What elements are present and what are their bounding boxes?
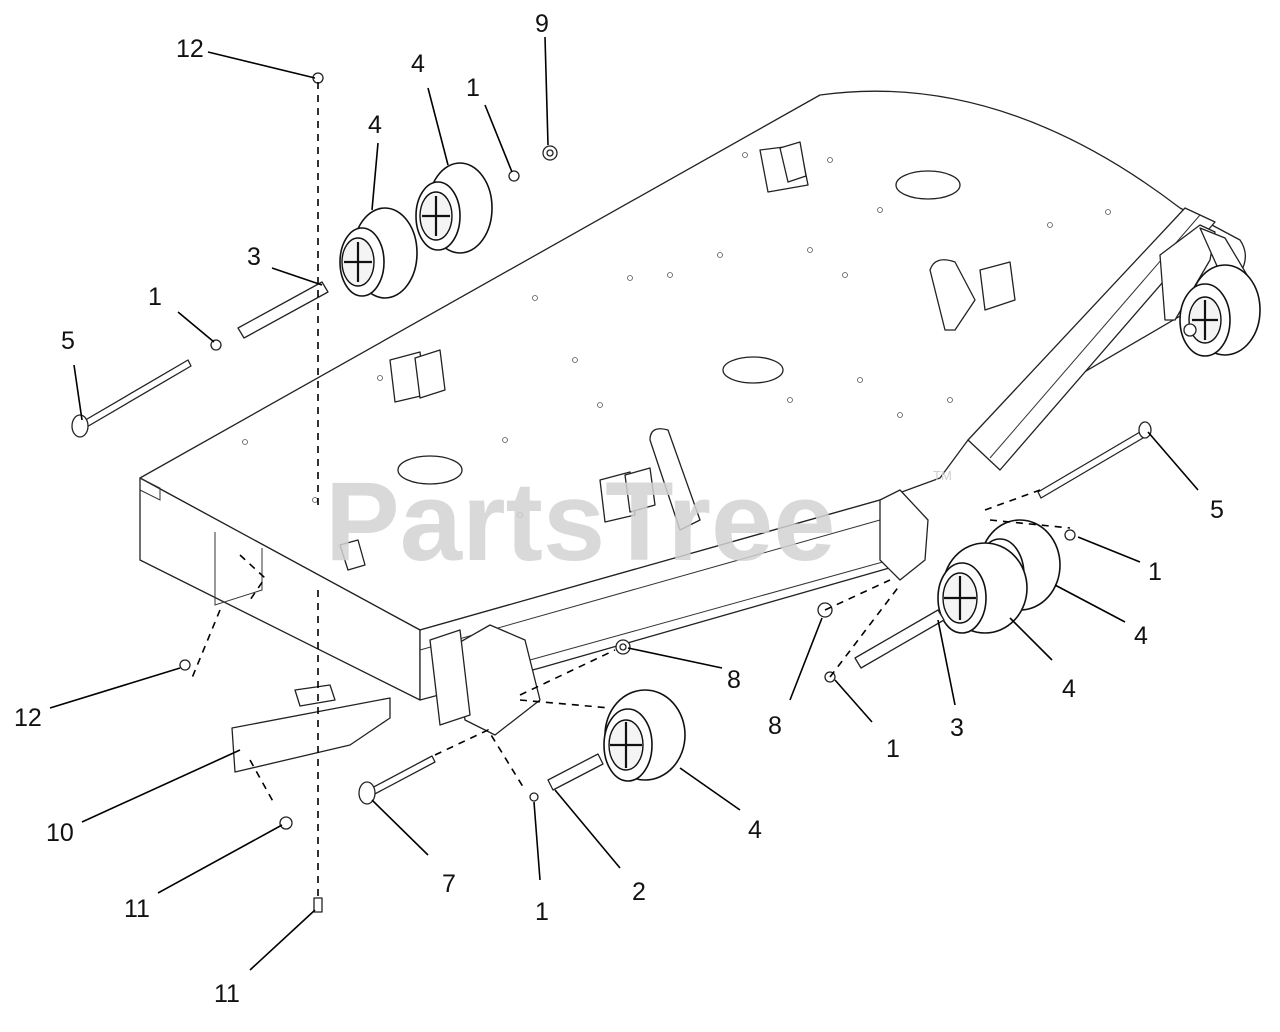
callout-1-right-a: 1 bbox=[1148, 558, 1162, 586]
callout-4-top-a: 4 bbox=[411, 50, 425, 78]
callout-2: 2 bbox=[632, 878, 646, 906]
callout-1-top: 1 bbox=[466, 74, 480, 102]
wheel-part-4-b bbox=[415, 162, 493, 254]
bolt-part-5-right bbox=[1037, 431, 1144, 499]
callout-8-right: 8 bbox=[768, 712, 782, 740]
leader-lines bbox=[49, 36, 1199, 971]
callout-12-top: 12 bbox=[176, 35, 204, 63]
baffle-part-10 bbox=[231, 697, 391, 773]
callout-4-top-b: 4 bbox=[368, 111, 382, 139]
callout-4-bottom: 4 bbox=[748, 816, 762, 844]
callout-1-right-b: 1 bbox=[886, 735, 900, 763]
front-left-bracket bbox=[454, 624, 541, 736]
callout-9: 9 bbox=[535, 10, 549, 38]
deck-brackets bbox=[339, 141, 1016, 571]
watermark-text: PartsTree bbox=[325, 459, 836, 584]
tube-part-3-left bbox=[237, 281, 329, 339]
callout-4-right-b: 4 bbox=[1062, 675, 1076, 703]
callout-1-left: 1 bbox=[148, 283, 162, 311]
bolt-part-11-b bbox=[313, 897, 323, 913]
nut-part-1-bottom bbox=[529, 792, 539, 802]
front-right-bracket bbox=[879, 489, 929, 581]
callout-10: 10 bbox=[46, 819, 74, 847]
deck-rear-channel bbox=[967, 207, 1216, 471]
callout-11-a: 11 bbox=[124, 895, 150, 923]
callout-1-bottom: 1 bbox=[535, 898, 549, 926]
wheel-part-4-d bbox=[937, 542, 1028, 634]
callout-8-mid: 8 bbox=[727, 666, 741, 694]
callout-labels: 12 9 4 1 4 3 1 5 5 1 4 4 3 1 8 8 4 2 1 7… bbox=[14, 10, 1224, 1008]
callout-3-left: 3 bbox=[247, 243, 261, 271]
deck-side-skirt bbox=[419, 499, 901, 701]
wheel-part-4-a bbox=[339, 207, 418, 299]
callout-5-left: 5 bbox=[61, 327, 75, 355]
callout-11-b: 11 bbox=[214, 980, 240, 1008]
deck-holes bbox=[242, 152, 1111, 518]
assembly-lines bbox=[191, 82, 1071, 900]
spindle-opening-1 bbox=[895, 170, 961, 200]
callout-5-right: 5 bbox=[1210, 496, 1224, 524]
wheel-part-4-e bbox=[603, 689, 686, 782]
nut-part-1-right bbox=[1064, 529, 1076, 541]
callout-12-left: 12 bbox=[14, 704, 42, 732]
pin-part-7 bbox=[367, 755, 436, 797]
tube-part-3-right bbox=[854, 609, 945, 669]
mower-deck bbox=[139, 90, 1261, 736]
callout-7: 7 bbox=[442, 870, 456, 898]
rear-mounted-wheel bbox=[1179, 264, 1261, 357]
tube-part-2 bbox=[547, 753, 604, 791]
callout-4-right-a: 4 bbox=[1134, 622, 1148, 650]
rear-wheel-bracket bbox=[1159, 224, 1216, 321]
bolt-part-5-left bbox=[81, 359, 192, 429]
nut-part-12-left bbox=[179, 659, 191, 671]
watermark-trademark: TM bbox=[933, 468, 952, 483]
spindle-opening-3 bbox=[397, 455, 463, 485]
spindle-opening-2 bbox=[722, 356, 784, 384]
callout-3-right: 3 bbox=[950, 714, 964, 742]
nut-part-1-top bbox=[508, 170, 520, 182]
parts bbox=[71, 72, 1152, 913]
bolt-part-11-a bbox=[279, 816, 293, 830]
